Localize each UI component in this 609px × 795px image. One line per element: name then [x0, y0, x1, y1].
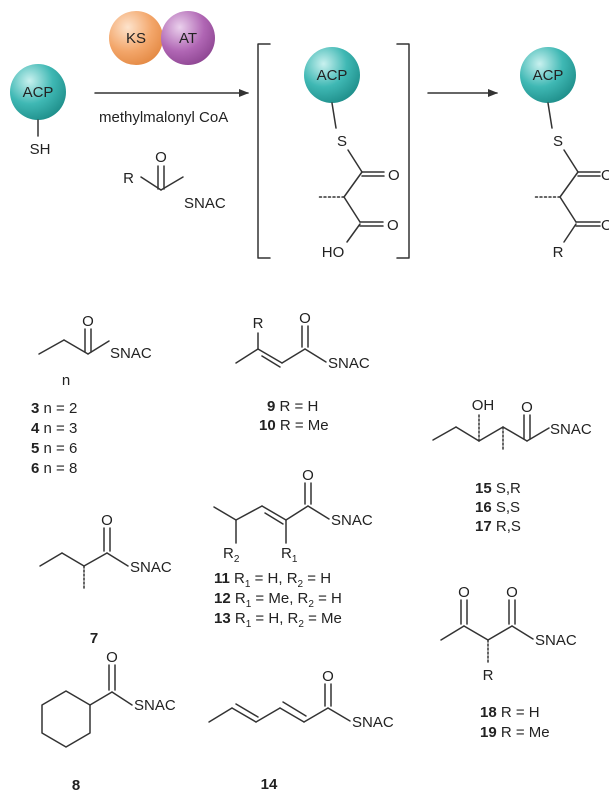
compound-9-10: R O SNAC 9 R = H 10 R = Me [235, 310, 370, 434]
svg-text:11 R1 = H, R2 = H: 11 R1 = H, R2 = H [214, 570, 331, 590]
svg-text:O: O [506, 584, 518, 601]
svg-text:O: O [388, 167, 400, 184]
acp-methylmalonyl-intermediate: ACP S O O HO [304, 47, 400, 261]
compound-11-13: O SNAC R2 R1 11 R1 = H, R2 = H 12 R1 = M… [213, 467, 373, 630]
acp-sphere [520, 47, 576, 103]
svg-text:SNAC: SNAC [550, 421, 592, 438]
svg-text:16 S,S: 16 S,S [475, 499, 520, 516]
svg-text:SNAC: SNAC [184, 195, 226, 212]
svg-text:3 n = 2: 3 n = 2 [31, 400, 77, 417]
at-label: AT [179, 30, 197, 47]
ks-label: KS [126, 30, 146, 47]
svg-text:SNAC: SNAC [328, 355, 370, 372]
svg-text:9 R = H: 9 R = H [267, 398, 318, 415]
svg-text:O: O [302, 467, 314, 484]
acp-product: ACP S O O R [520, 47, 609, 261]
svg-text:O: O [521, 399, 533, 416]
svg-text:SNAC: SNAC [535, 632, 577, 649]
bracket-left [257, 43, 271, 259]
acp-thiol-start: ACP SH [10, 64, 66, 158]
svg-text:10 R = Me: 10 R = Me [259, 417, 329, 434]
svg-text:O: O [458, 584, 470, 601]
svg-text:O: O [601, 217, 609, 234]
svg-text:R2: R2 [223, 545, 240, 565]
svg-text:R: R [123, 170, 134, 187]
svg-text:O: O [155, 149, 167, 166]
svg-text:14: 14 [261, 776, 278, 793]
svg-text:6 n = 8: 6 n = 8 [31, 460, 77, 477]
acp-sphere [10, 64, 66, 120]
compound-14: O SNAC 14 [208, 668, 394, 793]
svg-text:O: O [82, 313, 94, 330]
svg-text:SNAC: SNAC [134, 697, 176, 714]
svg-text:S: S [337, 133, 347, 150]
acp-label: ACP [23, 84, 54, 101]
svg-text:n: n [62, 372, 70, 389]
svg-text:O: O [101, 512, 113, 529]
bracket-right [396, 43, 410, 259]
svg-text:ACP: ACP [533, 67, 564, 84]
svg-text:OH: OH [472, 397, 495, 414]
ks-at-domains: KS AT [109, 11, 215, 65]
svg-text:O: O [601, 167, 609, 184]
svg-text:13 R1 = H, R2 = Me: 13 R1 = H, R2 = Me [214, 610, 342, 630]
compound-15-17: OH O SNAC 15 S,R 16 S,S 17 R,S [432, 397, 592, 535]
svg-text:O: O [322, 668, 334, 685]
reagent-label: methylmalonyl CoA [99, 109, 228, 126]
compound-7: O SNAC 7 [39, 512, 172, 647]
compound-18-19: O R O SNAC 18 R = H 19 R = Me [440, 584, 577, 741]
svg-text:HO: HO [322, 244, 345, 261]
svg-text:SNAC: SNAC [352, 714, 394, 731]
svg-text:18 R = H: 18 R = H [480, 704, 540, 721]
svg-text:O: O [299, 310, 311, 327]
svg-text:19 R = Me: 19 R = Me [480, 724, 550, 741]
svg-text:8: 8 [72, 777, 80, 794]
acyl-snac-substrate: O R SNAC [123, 149, 226, 212]
compound-3-6: O SNAC n 3 n = 2 4 n = 3 5 n = 6 6 n = 8 [31, 313, 152, 477]
svg-text:7: 7 [90, 630, 98, 647]
svg-text:R: R [553, 244, 564, 261]
svg-text:R: R [483, 667, 494, 684]
thiol-label: SH [30, 141, 51, 158]
svg-text:ACP: ACP [317, 67, 348, 84]
svg-text:S: S [553, 133, 563, 150]
svg-text:O: O [387, 217, 399, 234]
ks-sphere [109, 11, 163, 65]
acp-sphere [304, 47, 360, 103]
svg-text:12 R1 = Me, R2 = H: 12 R1 = Me, R2 = H [214, 590, 342, 610]
compound-8: O SNAC 8 [41, 649, 176, 794]
svg-text:17 R,S: 17 R,S [475, 518, 521, 535]
at-sphere [161, 11, 215, 65]
svg-text:R: R [253, 315, 264, 332]
svg-text:SNAC: SNAC [110, 345, 152, 362]
svg-text:SNAC: SNAC [130, 559, 172, 576]
svg-text:4 n = 3: 4 n = 3 [31, 420, 77, 437]
svg-text:5 n = 6: 5 n = 6 [31, 440, 77, 457]
svg-text:SNAC: SNAC [331, 512, 373, 529]
svg-text:O: O [106, 649, 118, 666]
svg-text:R1: R1 [281, 545, 298, 565]
svg-text:15 S,R: 15 S,R [475, 480, 521, 497]
